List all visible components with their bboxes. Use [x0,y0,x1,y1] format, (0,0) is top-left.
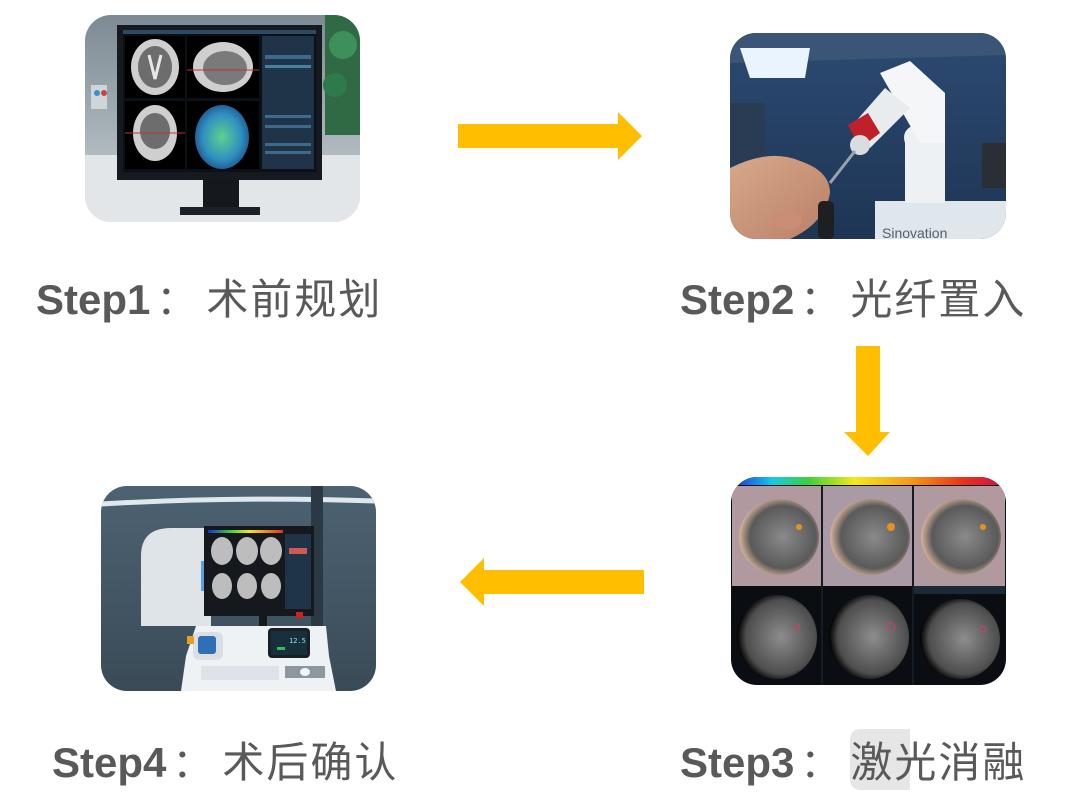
step4-image: 12.5 [101,486,376,691]
step3-number: Step3 [680,739,795,786]
step2-image: Sinovation [730,33,1006,239]
step2-label: Step2 ： 光纤置入 [680,266,1026,327]
step1-number: Step1 [36,276,151,323]
step2-separator: ： [800,278,841,324]
step3-title: 激光消融 [850,729,1027,790]
mri-thermometry-illustration [731,477,1006,685]
step1-title: 术前规划 [206,275,383,324]
postop-console-illustration: 12.5 [101,486,376,691]
robot-arm-illustration: Sinovation [730,33,1006,239]
planning-monitor-illustration [85,15,360,222]
step3-separator: ： [800,741,841,787]
arrow-step1-to-step2 [456,110,646,162]
step2-number: Step2 [680,276,795,323]
step4-number: Step4 [52,739,167,786]
step2-title: 光纤置入 [850,275,1027,324]
arrow-down-icon [844,346,890,456]
step1-label: Step1 ： 术前规划 [36,266,382,327]
step1-image [85,15,360,222]
step1-separator: ： [156,278,197,324]
sinovation-brand-text: Sinovation [882,225,947,239]
arrow-right-icon [458,112,642,160]
step4-title: 术后确认 [222,738,399,787]
console-temperature-display: 12.5 [289,637,306,645]
step3-label: Step3 ： 激光消融 [680,729,1027,790]
arrow-step3-to-step4 [458,556,648,608]
step4-label: Step4 ： 术后确认 [52,729,398,790]
arrow-step2-to-step3 [842,344,892,458]
step3-image [731,477,1006,685]
arrow-left-icon [460,558,644,606]
step4-separator: ： [172,741,213,787]
